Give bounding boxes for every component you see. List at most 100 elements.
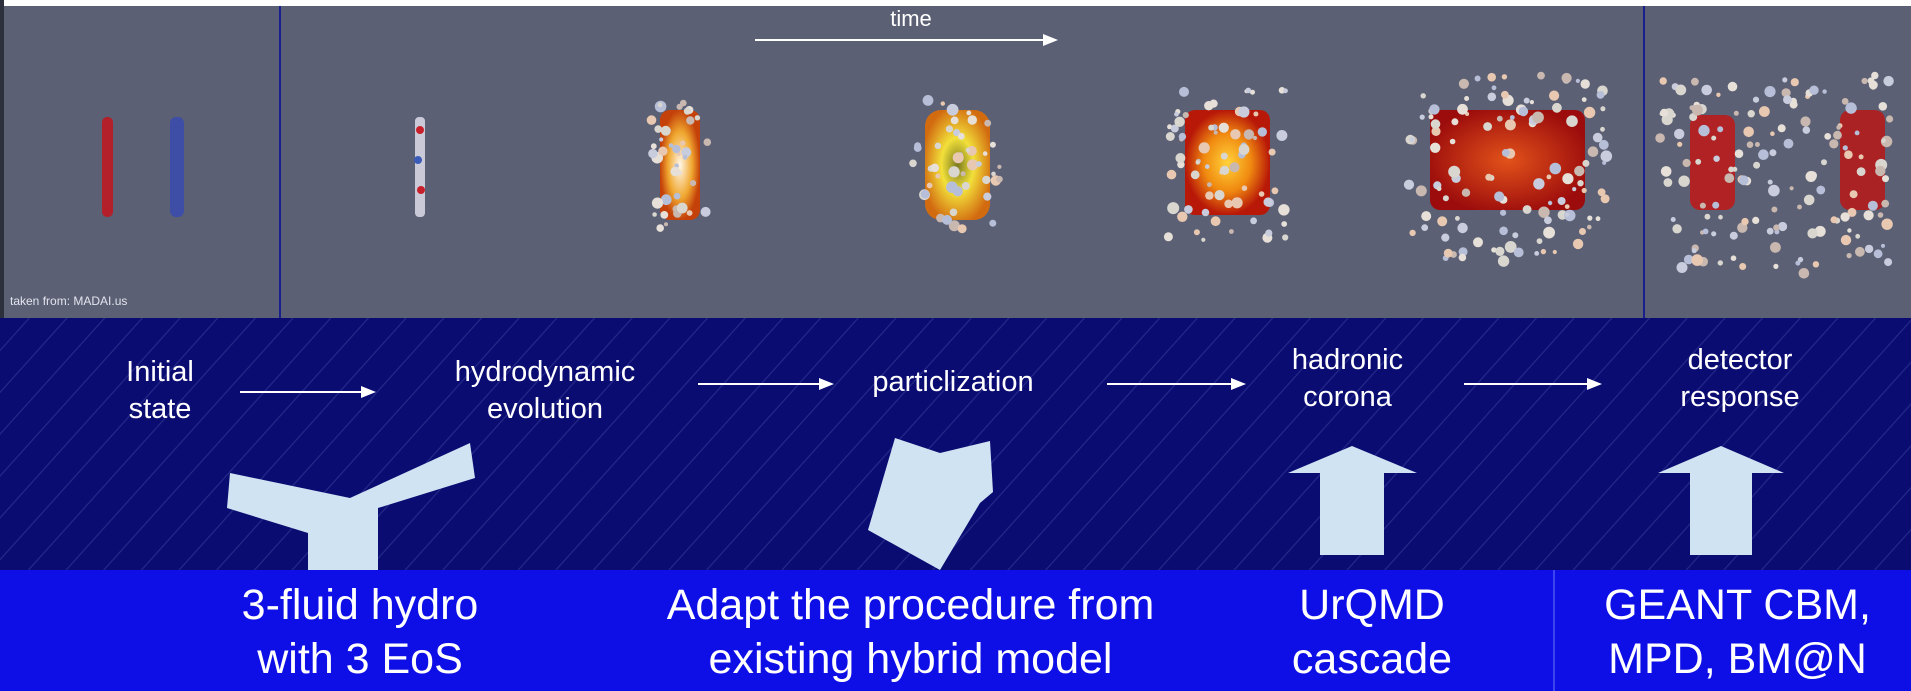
particle <box>646 115 657 125</box>
particle <box>1250 89 1255 95</box>
particle <box>1778 221 1788 232</box>
particle <box>1773 224 1780 231</box>
particle <box>1243 129 1255 140</box>
particle <box>668 143 674 148</box>
particle <box>1437 216 1448 227</box>
stage-hydro-line1: hydrodynamic <box>454 356 636 388</box>
label-urqmd-cascade: UrQMD cascade <box>1262 578 1482 686</box>
particle <box>657 102 663 108</box>
particle <box>1767 179 1773 185</box>
detector-cluster-left <box>1690 115 1735 210</box>
label-geant-line1: GEANT CBM, <box>1604 581 1871 629</box>
particle <box>1881 218 1893 230</box>
particle <box>1598 139 1609 150</box>
particle <box>1847 207 1857 217</box>
pipeline-arrows <box>227 378 1784 570</box>
particle <box>1600 106 1606 112</box>
particle <box>1807 228 1818 239</box>
particle <box>1201 208 1210 217</box>
particle <box>1449 138 1456 145</box>
particle <box>1855 246 1865 257</box>
particle <box>926 182 933 189</box>
particle <box>1496 115 1503 122</box>
particle <box>1529 100 1534 105</box>
particle <box>1676 262 1688 273</box>
particle <box>1430 142 1441 153</box>
particle <box>1201 237 1206 242</box>
particle <box>1282 234 1289 241</box>
label-3fluid-hydro: 3-fluid hydro with 3 EoS <box>195 578 525 686</box>
particle <box>1660 166 1672 177</box>
particle <box>945 125 954 133</box>
particle <box>1711 135 1717 141</box>
particle <box>1564 204 1570 210</box>
up-block-arrow-geant <box>1658 446 1784 555</box>
particle <box>1783 138 1794 149</box>
particle <box>1597 188 1606 197</box>
particle <box>1769 149 1777 157</box>
particle <box>1504 241 1517 253</box>
particle <box>997 164 1002 169</box>
particle <box>1596 91 1605 99</box>
particle <box>914 142 921 150</box>
particle <box>1803 194 1815 206</box>
particle <box>1546 174 1552 180</box>
particle <box>1833 130 1842 140</box>
particle <box>1167 202 1180 215</box>
particle <box>1532 111 1544 124</box>
particle <box>1724 173 1735 184</box>
particle <box>1846 253 1852 259</box>
flow-arrow-3-head <box>1231 378 1246 390</box>
particle <box>1809 85 1819 95</box>
particle <box>1561 72 1572 84</box>
particle <box>1421 224 1429 232</box>
particle <box>1698 124 1710 137</box>
stage-corona-line1: hadronic <box>1291 344 1404 376</box>
particle <box>1205 191 1214 200</box>
particle <box>1871 71 1879 80</box>
particle <box>1250 217 1257 225</box>
particle <box>1743 126 1754 138</box>
particle <box>1575 78 1580 83</box>
particle <box>920 189 930 199</box>
particle <box>1600 150 1613 162</box>
particle <box>1230 129 1241 140</box>
label-3fluid-line2: with 3 EoS <box>257 635 463 683</box>
particle <box>1557 197 1566 205</box>
particle <box>1184 205 1193 214</box>
particle <box>1847 228 1852 233</box>
particle <box>1263 197 1273 207</box>
particle <box>976 161 982 167</box>
particle <box>1798 268 1810 279</box>
particle <box>1564 209 1576 222</box>
particle <box>1448 165 1461 178</box>
particle <box>957 132 965 140</box>
particle <box>1808 171 1817 181</box>
particle <box>1746 141 1754 148</box>
particle <box>1704 213 1711 220</box>
particle <box>689 180 697 187</box>
particle <box>1483 122 1492 131</box>
particle <box>1770 131 1775 136</box>
particle <box>673 192 681 200</box>
diagonal-block-arrow <box>868 438 993 570</box>
particle <box>1670 217 1676 222</box>
time-label: time <box>890 6 932 31</box>
particle <box>659 137 664 142</box>
particle <box>1229 162 1240 173</box>
particle <box>664 222 668 227</box>
fork-block-arrow <box>227 443 475 570</box>
particle <box>1461 188 1471 197</box>
particle <box>1495 246 1505 256</box>
pipeline-band: Initial state hydrodynamic evolution par… <box>0 318 1911 570</box>
particle <box>950 116 959 125</box>
stage-hadronic-corona: hadronic corona <box>1250 342 1445 416</box>
particle <box>1533 178 1545 190</box>
flow-arrow-1-head <box>361 386 376 398</box>
particle <box>1777 124 1786 133</box>
particle <box>1219 165 1230 175</box>
particle <box>1455 216 1460 221</box>
particle <box>1494 191 1505 202</box>
particle <box>1547 200 1553 206</box>
particle <box>1868 80 1878 90</box>
